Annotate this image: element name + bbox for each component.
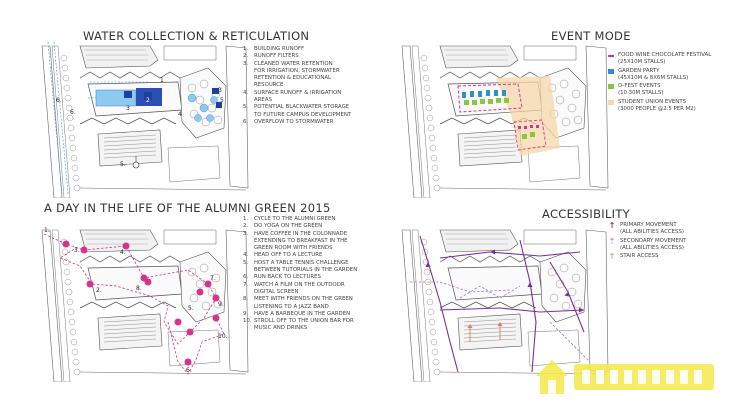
map-label: 3. [74,247,80,254]
legend-item: 3.CLEANED WATER RETENTION FOR IRRIGATION… [243,60,340,89]
map-label: 5. [120,161,126,168]
legend-item: 4.HEAD OFF TO A LECTURE [243,252,323,259]
legend-item: ↑STAIR ACCESS [608,252,659,262]
map-label: 4 [178,111,182,118]
event-panel-title: EVENT MODE [551,29,631,43]
legend-item: 9.HAVE A BARBEQUE IN THE GARDEN [243,310,351,317]
map-label: 1. [44,227,50,234]
day-legend: 1.CYCLE TO THE ALUMNI GREEN 2.DO YOGA ON… [243,216,388,333]
map-label: 5. [188,305,194,312]
legend-item: GARDEN PARTY (45X10M & 8X6M STALLS) [608,68,726,83]
map-label: 8. [136,285,142,292]
map-label: 4. [120,249,126,256]
secondary-movement-arrow-icon: ⇡ [608,236,616,246]
legend-item: 5.HOST A TABLE TENNIS CHALLENGE BETWEEN … [243,259,358,274]
o-fest-swatch [608,84,614,90]
event-legend: FOOD WINE CHOCOLATE FESTIVAL (25X10M STA… [608,52,726,114]
primary-movement-arrow-icon: ↑ [608,221,616,230]
house-logo-icon [536,360,714,394]
event-site-plan [401,45,609,198]
map-label: 10. [218,333,228,340]
day-site-plan: 1. 3. 4. 7. 2. 8. 9. 5. 10. 6. [41,227,249,382]
food-wine-swatch [608,55,614,57]
water-site-plan: 5. 1 3 2 3 4 5 6. 6. [41,41,249,198]
access-legend: ↑PRIMARY MOVEMENT (ALL ABILITIES ACCESS)… [608,222,726,261]
map-label: 1 [160,77,164,84]
legend-item: 7.WATCH A FILM ON THE OUTDOOR DIGITAL SC… [243,281,345,295]
legend-item: 5.POTENTIAL BLACKWATER STORAGE TO FUTURE… [243,104,352,118]
map-label: 3 [218,87,222,94]
legend-item: 3.HAVE COFFEE IN THE COLONNADE EXTENDING… [243,230,348,252]
map-label: 6. [186,367,192,374]
legend-item: 10.STROLL OFF TO THE UNION BAR FOR MUSIC… [243,318,354,332]
access-panel-title: ACCESSIBILITY [542,207,631,221]
map-label: 9. [218,301,224,308]
map-label: 7. [210,275,216,282]
legend-item: 4.SURFACE RUNOFF & IRRIGATION AREAS [243,89,342,104]
map-label: 6. [70,109,76,116]
legend-item: STUDENT UNION EVENTS (3000 PEOPLE @2.5 P… [608,99,726,114]
legend-item: 2.RUNOFF FILTERS [243,53,299,60]
legend-item: 1.CYCLE TO THE ALUMNI GREEN [243,216,336,222]
legend-item: 6.OVERFLOW TO STORMWATER [243,118,334,125]
map-label: 6. [56,97,62,104]
legend-item: O-FEST EVENTS (10 30M STALLS) [608,83,726,98]
map-label: 2 [146,97,150,104]
map-label: 3 [126,105,130,112]
student-union-swatch [608,99,614,105]
water-panel-title: WATER COLLECTION & RETICULATION [83,29,310,43]
legend-item: 2.DO YOGA ON THE GREEN [243,223,323,230]
day-panel-title: A DAY IN THE LIFE OF THE ALUMNI GREEN 20… [44,201,331,215]
legend-item: 1.BUILDING RUNOFF [243,46,305,52]
legend-item: 6.RUN BACK TO LECTURES [243,274,321,281]
map-label: 2. [96,287,102,294]
legend-item: ↑PRIMARY MOVEMENT (ALL ABILITIES ACCESS) [608,221,684,236]
garden-party-swatch [608,68,614,74]
legend-item: 8.MEET WITH FRIENDS ON THE GREEN LISTENI… [243,296,353,310]
stair-access-arrow-icon: ↑ [608,252,616,262]
legend-item: FOOD WINE CHOCOLATE FESTIVAL (25X10M STA… [608,52,726,67]
access-site-plan [401,229,609,382]
water-legend: 1.BUILDING RUNOFF 2.RUNOFF FILTERS 3.CLE… [243,46,373,126]
legend-item: ⇡SECONDARY MOVEMENT (ALL ABILITIES ACCES… [608,236,687,251]
map-label: 5 [220,97,224,104]
